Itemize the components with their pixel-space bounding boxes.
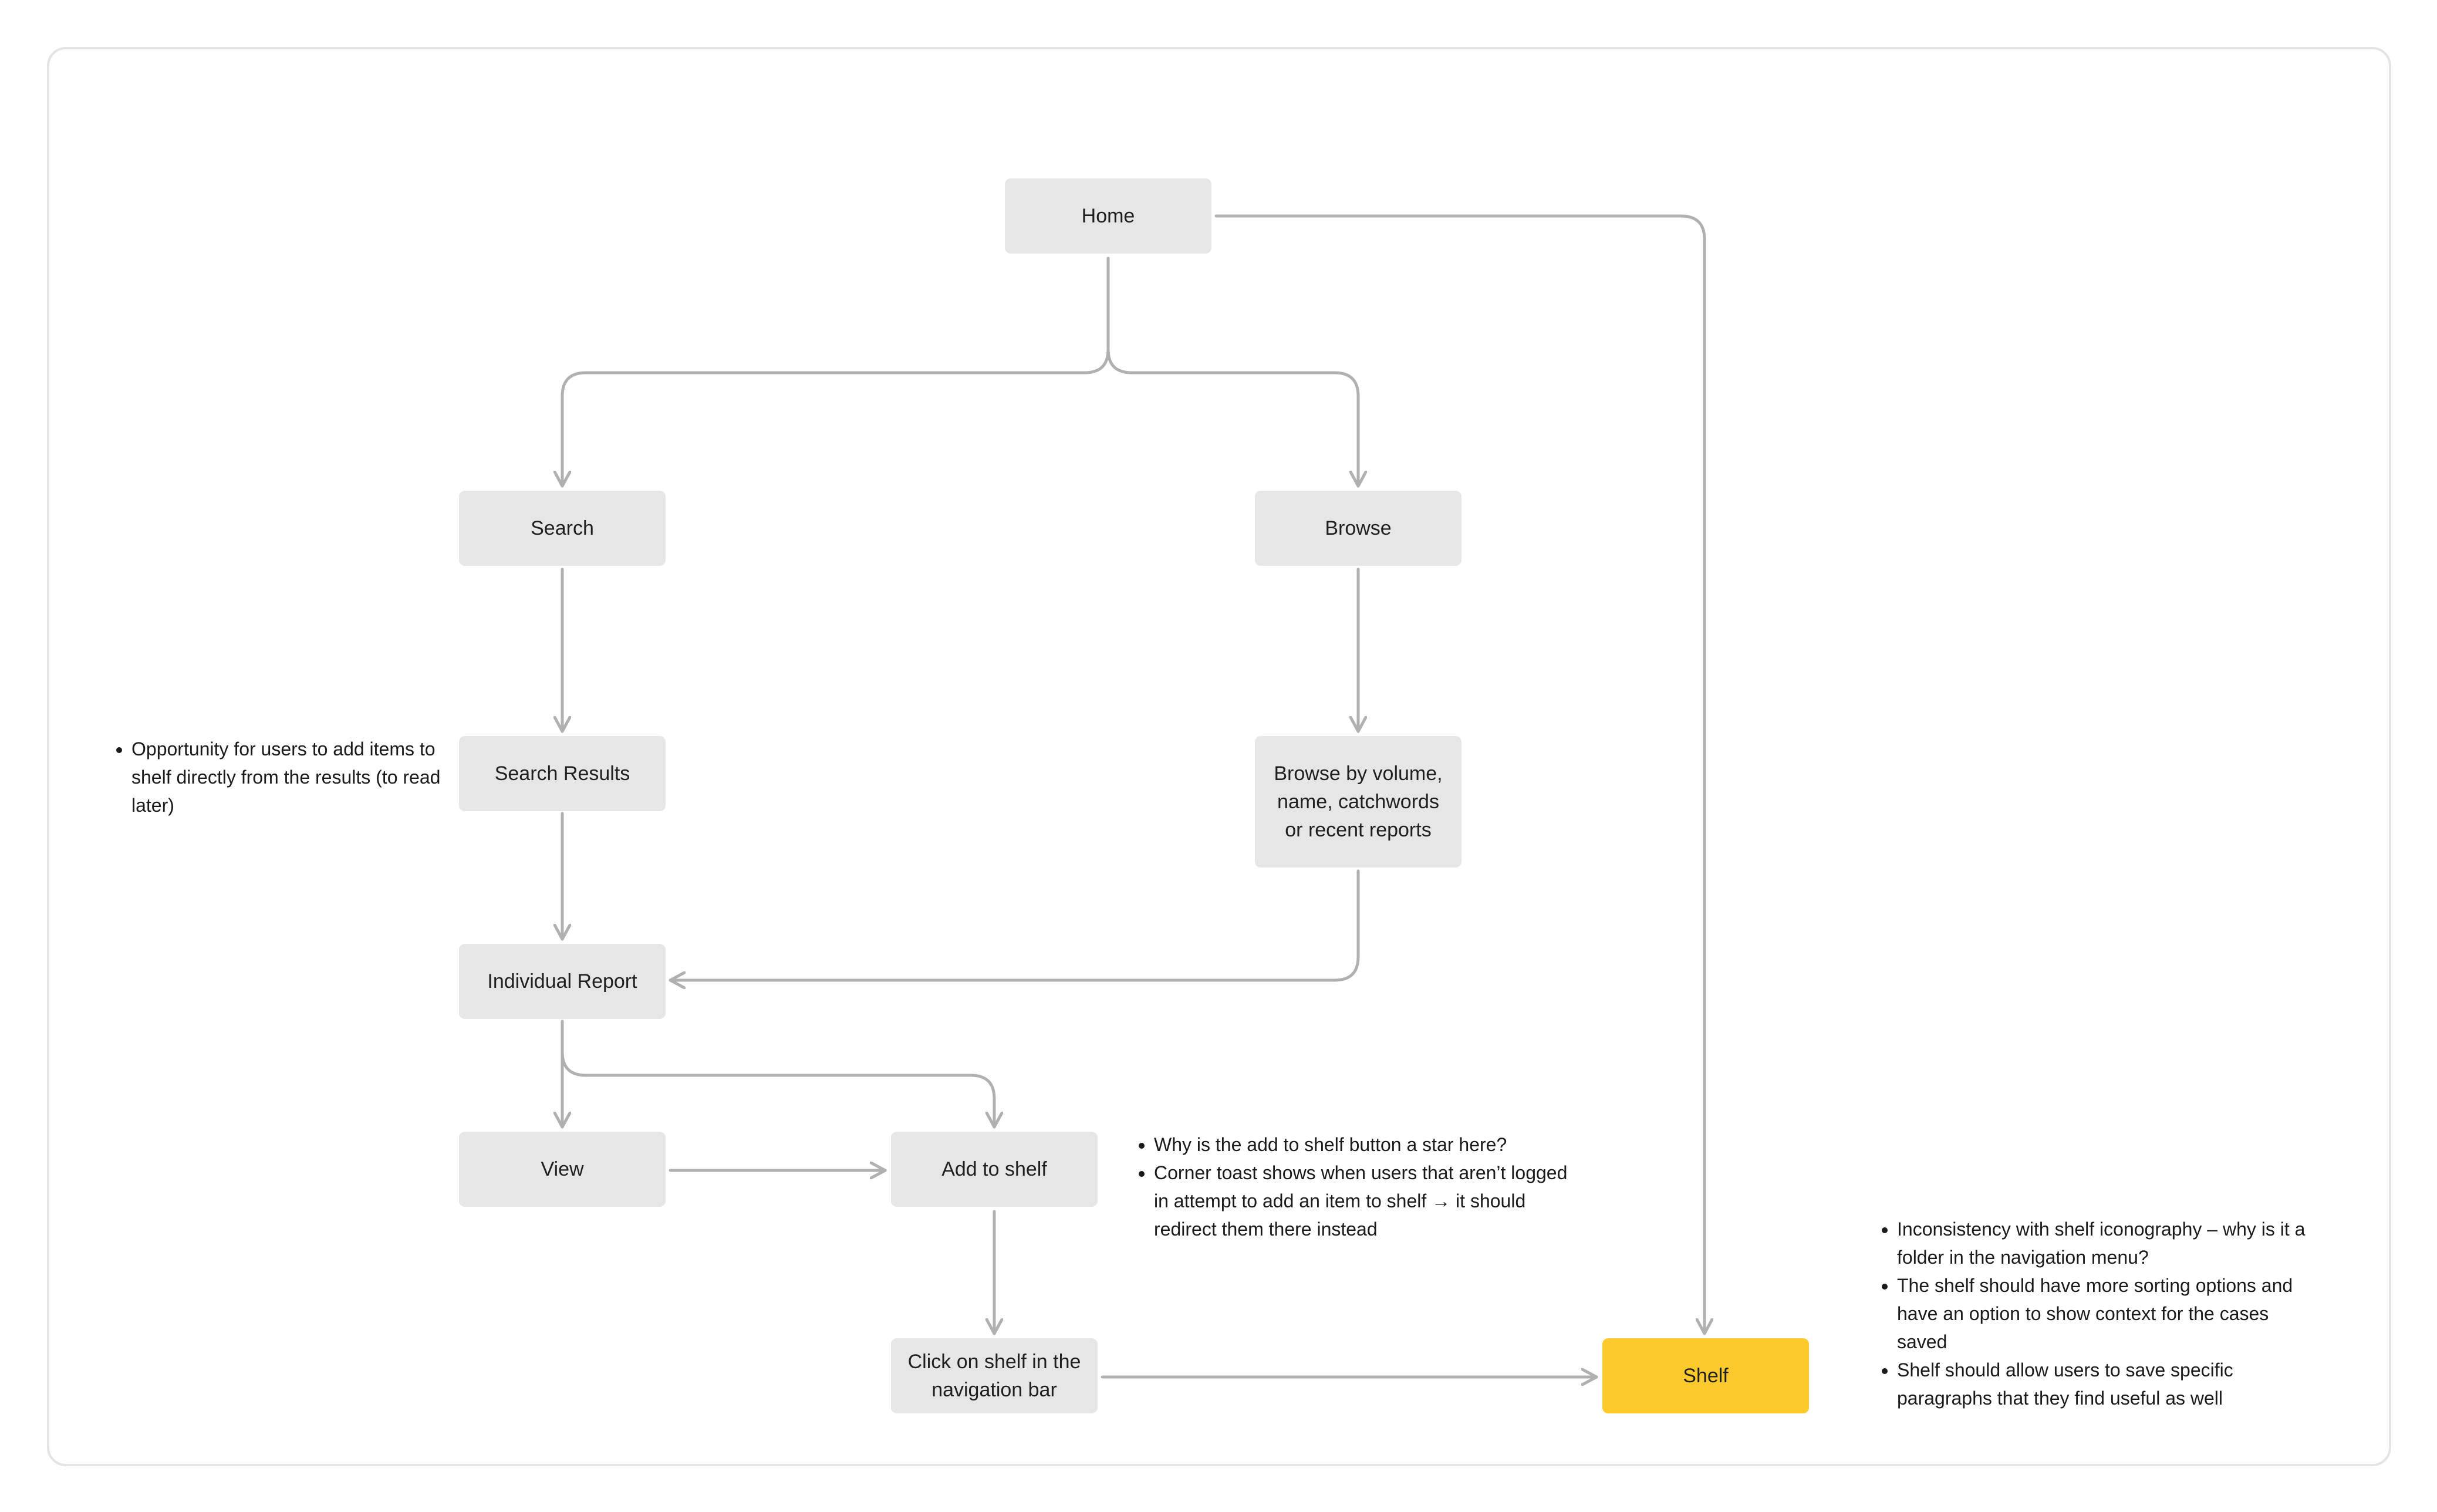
node-search-results[interactable]: Search Results: [459, 736, 666, 811]
note-item: The shelf should have more sorting optio…: [1897, 1271, 2320, 1356]
note-item: Why is the add to shelf button a star he…: [1154, 1130, 1577, 1159]
node-browse-by[interactable]: Browse by volume, name, catchwords or re…: [1255, 736, 1461, 868]
node-view[interactable]: View: [459, 1132, 666, 1207]
connector-home-to-browse: [1106, 256, 1358, 488]
diagram-canvas: [47, 47, 2391, 1466]
note-shelf: Inconsistency with shelf iconography – w…: [1876, 1215, 2320, 1412]
note-item: Shelf should allow users to save specifi…: [1897, 1356, 2320, 1412]
connector-home-to-shelf: [1214, 214, 1704, 1335]
node-browse[interactable]: Browse: [1255, 491, 1461, 566]
node-search[interactable]: Search: [459, 491, 666, 566]
node-add-to-shelf[interactable]: Add to shelf: [891, 1132, 1098, 1207]
note-item: Inconsistency with shelf iconography – w…: [1897, 1215, 2320, 1271]
node-click-on-shelf[interactable]: Click on shelf in the navigation bar: [891, 1338, 1098, 1413]
note-add-to-shelf: Why is the add to shelf button a star he…: [1133, 1130, 1577, 1243]
node-shelf[interactable]: Shelf: [1602, 1338, 1809, 1413]
node-home[interactable]: Home: [1005, 178, 1211, 254]
connector-report-to-add-to-shelf: [561, 1020, 994, 1129]
note-item: Corner toast shows when users that aren’…: [1154, 1159, 1577, 1243]
node-individual-report[interactable]: Individual Report: [459, 944, 666, 1019]
connector-home-to-search: [562, 256, 1110, 488]
connector-browse-by-to-report: [669, 869, 1360, 980]
note-search-results: Opportunity for users to add items to sh…: [110, 735, 472, 819]
note-item: Opportunity for users to add items to sh…: [131, 735, 472, 819]
